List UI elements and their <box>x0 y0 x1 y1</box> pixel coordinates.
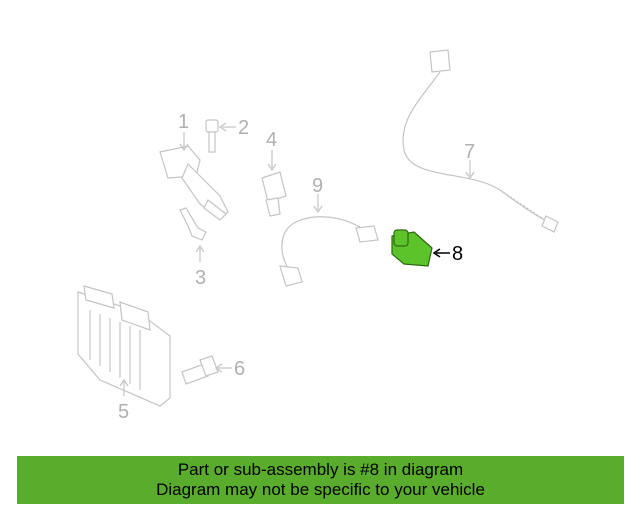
part-5-engine-control-module[interactable] <box>77 285 171 407</box>
callout-6: 6 <box>234 358 245 380</box>
callout-2: 2 <box>238 117 249 139</box>
callout-3: 3 <box>195 267 206 289</box>
part-1-ignition-coil[interactable] <box>159 132 229 221</box>
part-9-speed-sensor[interactable] <box>279 194 379 287</box>
callout-1: 1 <box>178 111 189 133</box>
part-info-banner: Part or sub-assembly is #8 in diagram Di… <box>17 456 624 504</box>
banner-line-2: Diagram may not be specific to your vehi… <box>156 480 485 499</box>
part-4-sensor[interactable] <box>261 150 287 217</box>
part-8-highlighted-sensor[interactable] <box>391 229 450 267</box>
parts-diagram: 1 2 3 4 5 6 <box>77 49 559 423</box>
part-2-bolt[interactable] <box>205 119 236 153</box>
banner-line-1: Part or sub-assembly is #8 in diagram <box>177 460 464 479</box>
callout-5: 5 <box>118 401 129 423</box>
part-7-oxygen-sensor[interactable] <box>402 49 559 233</box>
callout-9: 9 <box>312 175 323 197</box>
part-6-bolt[interactable] <box>181 355 232 385</box>
callout-8: 8 <box>452 243 463 265</box>
callout-7: 7 <box>464 141 475 163</box>
callout-4: 4 <box>266 129 277 151</box>
part-3-spark-plug[interactable] <box>179 207 207 262</box>
